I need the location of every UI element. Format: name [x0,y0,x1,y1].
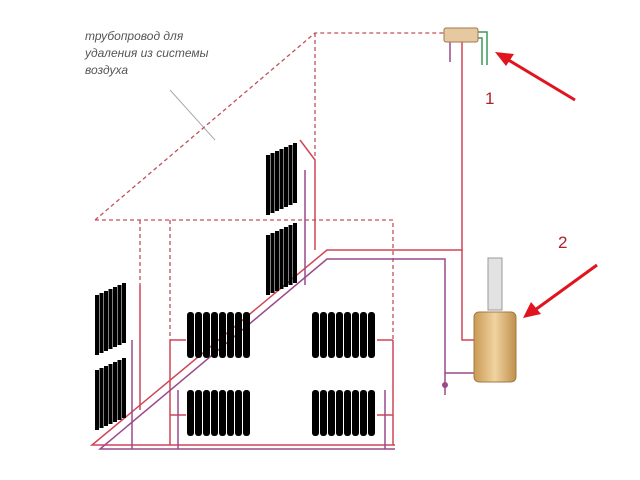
annotation-line-2: удаления из системы [84,46,209,60]
leader-line [169,89,216,141]
air-vent-pipes [94,32,445,340]
radiator [312,312,375,358]
radiator [312,390,375,436]
radiator [187,312,250,358]
annotation-line-3: воздуха [85,63,128,77]
boiler [473,257,517,383]
radiator [95,283,126,355]
callout-2: 2 [523,233,598,318]
callout-2-label: 2 [558,233,567,252]
annotation-line-1: трубопровод для [85,29,184,43]
callout-1: 1 [485,52,576,108]
return-pipes [97,170,474,450]
expansion-tank [443,27,488,65]
radiator [95,358,126,430]
radiator [266,143,297,215]
radiator [187,390,250,436]
callout-1-label: 1 [485,89,494,108]
radiators [95,143,375,436]
radiator [266,223,297,295]
